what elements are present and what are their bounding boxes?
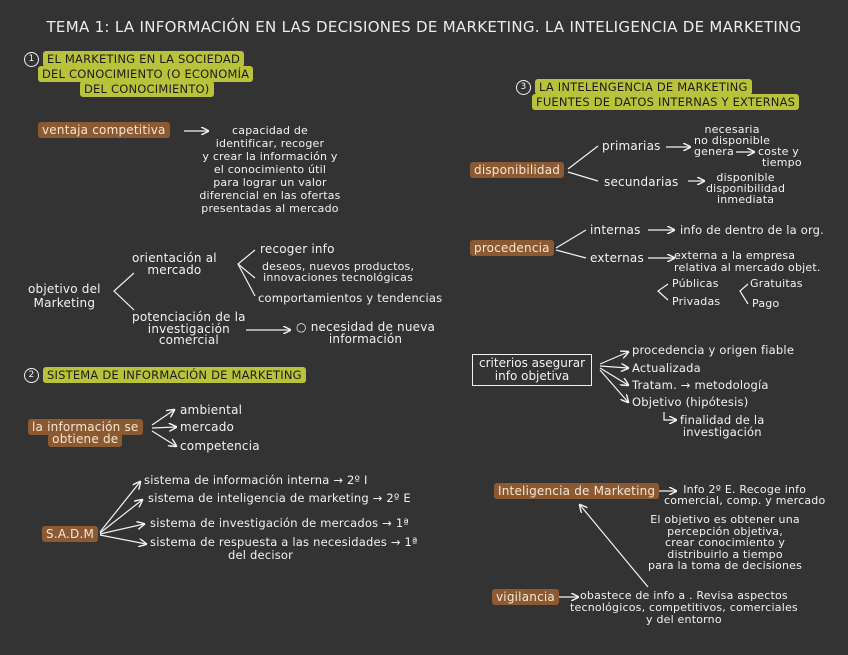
obtiene-mercado: mercado	[180, 420, 235, 434]
externas-label: externas	[590, 251, 644, 265]
sadm-label: S.A.D.M	[42, 526, 99, 542]
pago-label: Pago	[752, 297, 780, 310]
orient-item-recoger: recoger info	[260, 242, 335, 256]
orient-item-comportamientos: comportamientos y tendencias	[258, 291, 443, 305]
sadm-item-decisor: del decisor	[228, 548, 294, 562]
internas-label: internas	[590, 223, 641, 237]
procedencia-label: procedencia	[470, 240, 554, 256]
privadas-label: Privadas	[672, 295, 721, 308]
primarias-label: primarias	[602, 139, 661, 153]
sadm-item-investigacion: sistema de investigación de mercados → 1…	[150, 516, 409, 530]
obtiene-competencia: competencia	[180, 439, 260, 453]
orient-item-deseos: deseos, nuevos productos,innovaciones te…	[262, 260, 415, 284]
publicas-label: Públicas	[672, 277, 719, 290]
criterio-tratamiento: Tratam. → metodología	[632, 378, 769, 392]
criterio-objetivo: Objetivo (hipótesis)	[632, 395, 749, 409]
criterio-actualizada: Actualizada	[632, 361, 701, 375]
sadm-item-inteligencia: sistema de inteligencia de marketing → 2…	[148, 491, 411, 505]
obtiene-ambiental: ambiental	[180, 403, 243, 417]
sadm-item-respuesta: sistema de respuesta a las necesidades →…	[150, 535, 418, 549]
page-title: TEMA 1: LA INFORMACIÓN EN LAS DECISIONES…	[46, 18, 802, 36]
criterio-procedencia: procedencia y origen fiable	[632, 343, 795, 357]
secundarias-label: secundarias	[604, 175, 679, 189]
section-2-number: 2	[24, 368, 39, 383]
sadm-item-interna: sistema de información interna → 2º I	[144, 473, 368, 487]
vigilancia-label: vigilancia	[492, 589, 559, 605]
ventaja-competitiva: ventaja competitiva	[38, 122, 170, 138]
gratuitas-label: Gratuitas	[750, 277, 803, 290]
section-3-number: 3	[516, 80, 531, 95]
disponibilidad-label: disponibilidad	[470, 162, 565, 178]
section-1-number: 1	[24, 52, 39, 67]
internas-desc: info de dentro de la org.	[680, 223, 825, 237]
inteligencia-marketing-label: Inteligencia de Marketing	[494, 483, 660, 499]
